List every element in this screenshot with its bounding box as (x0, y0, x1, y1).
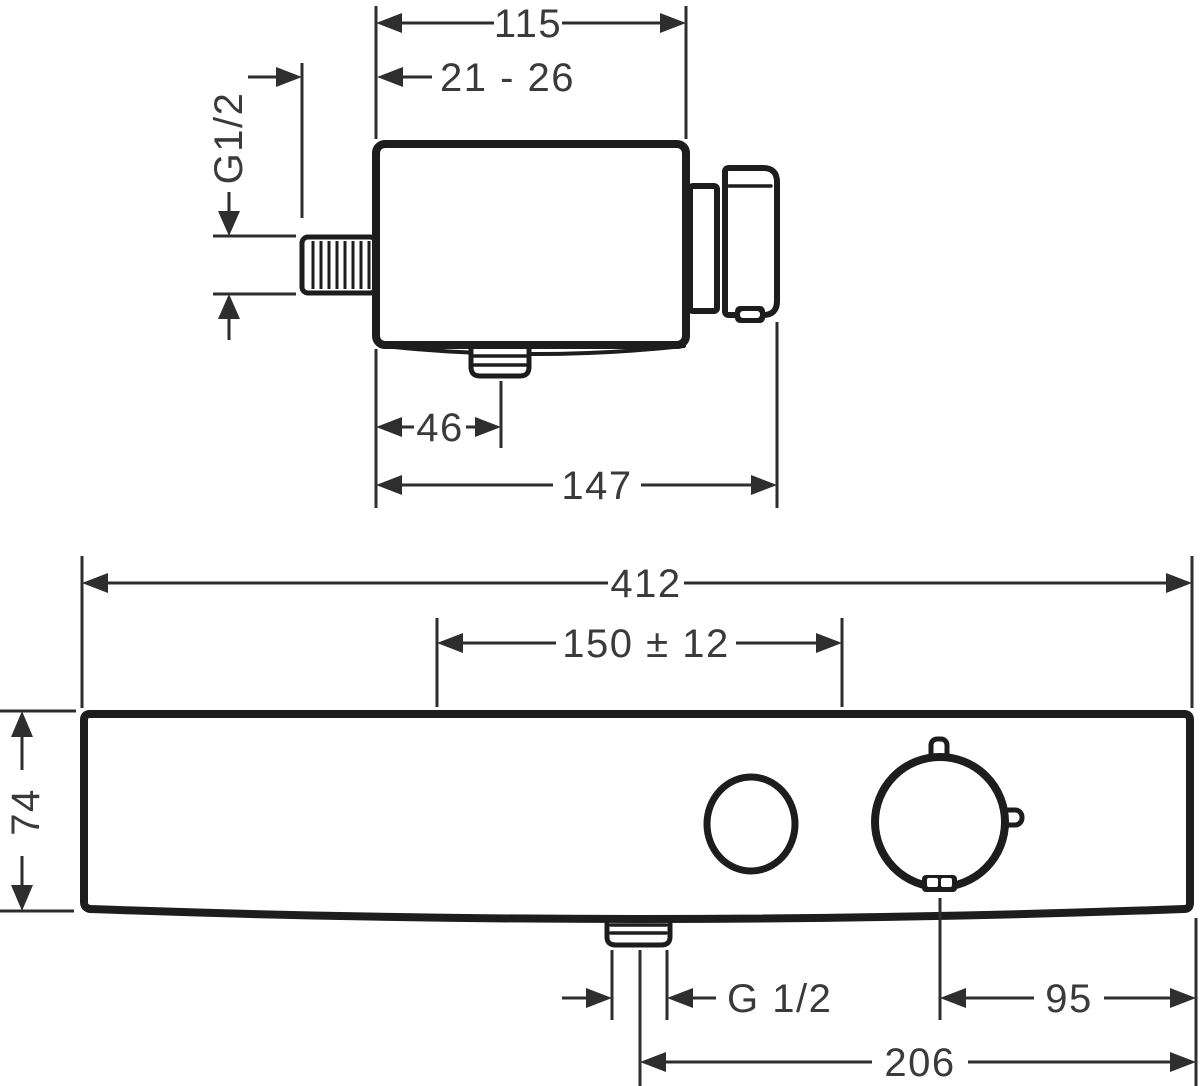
handle-bottom-tab-slot (927, 878, 938, 887)
dim-wall-depth-label: 21 - 26 (440, 56, 575, 100)
handle-knob-clip-slot (740, 311, 760, 318)
top-view-outlet-thread (468, 346, 532, 379)
select-button (703, 773, 799, 875)
dim-thread-front-view: G 1/2 (562, 977, 832, 1021)
dim-46: 46 (376, 406, 501, 450)
dim-115-label: 115 (494, 2, 562, 46)
dim-206: 206 (640, 1041, 1196, 1085)
handle-bottom-tab-slot (941, 878, 952, 887)
dim-thread-front-label: G 1/2 (727, 977, 832, 1021)
thermostat-handle (871, 736, 1025, 892)
dim-74-label: 74 (4, 788, 48, 836)
dim-wall-depth: 21 - 26 (248, 56, 575, 100)
handle-ring (871, 753, 1009, 891)
top-view-handle (687, 165, 780, 323)
front-view-dimensions: 412 150 ± 12 74 (0, 556, 1198, 1086)
top-view: 115 21 - 26 G1/2 (207, 2, 780, 508)
dim-95-label: 95 (1045, 977, 1093, 1021)
dim-46-label: 46 (416, 406, 464, 450)
handle-neck (687, 183, 720, 314)
dim-147: 147 (376, 464, 777, 508)
handle-knob (722, 165, 780, 318)
dim-thread-top-view: G1/2 (207, 92, 296, 340)
top-view-dimensions: 115 21 - 26 G1/2 (207, 2, 779, 508)
top-view-wall-thread (299, 234, 379, 296)
dim-thread-label: G1/2 (207, 92, 251, 185)
top-view-body-bottom-curve (381, 344, 686, 356)
dim-connection-spacing: 150 ± 12 (437, 622, 842, 666)
front-view: 412 150 ± 12 74 (0, 556, 1198, 1086)
dim-147-label: 147 (561, 464, 632, 508)
top-view-body (372, 140, 690, 349)
dim-connection-spacing-label: 150 ± 12 (562, 622, 729, 666)
dim-74: 74 (4, 711, 48, 911)
dim-412: 412 (82, 562, 1192, 606)
dim-115: 115 (376, 2, 686, 46)
dim-206-label: 206 (884, 1041, 955, 1085)
dim-95: 95 (940, 977, 1196, 1021)
dim-412-label: 412 (610, 562, 681, 606)
